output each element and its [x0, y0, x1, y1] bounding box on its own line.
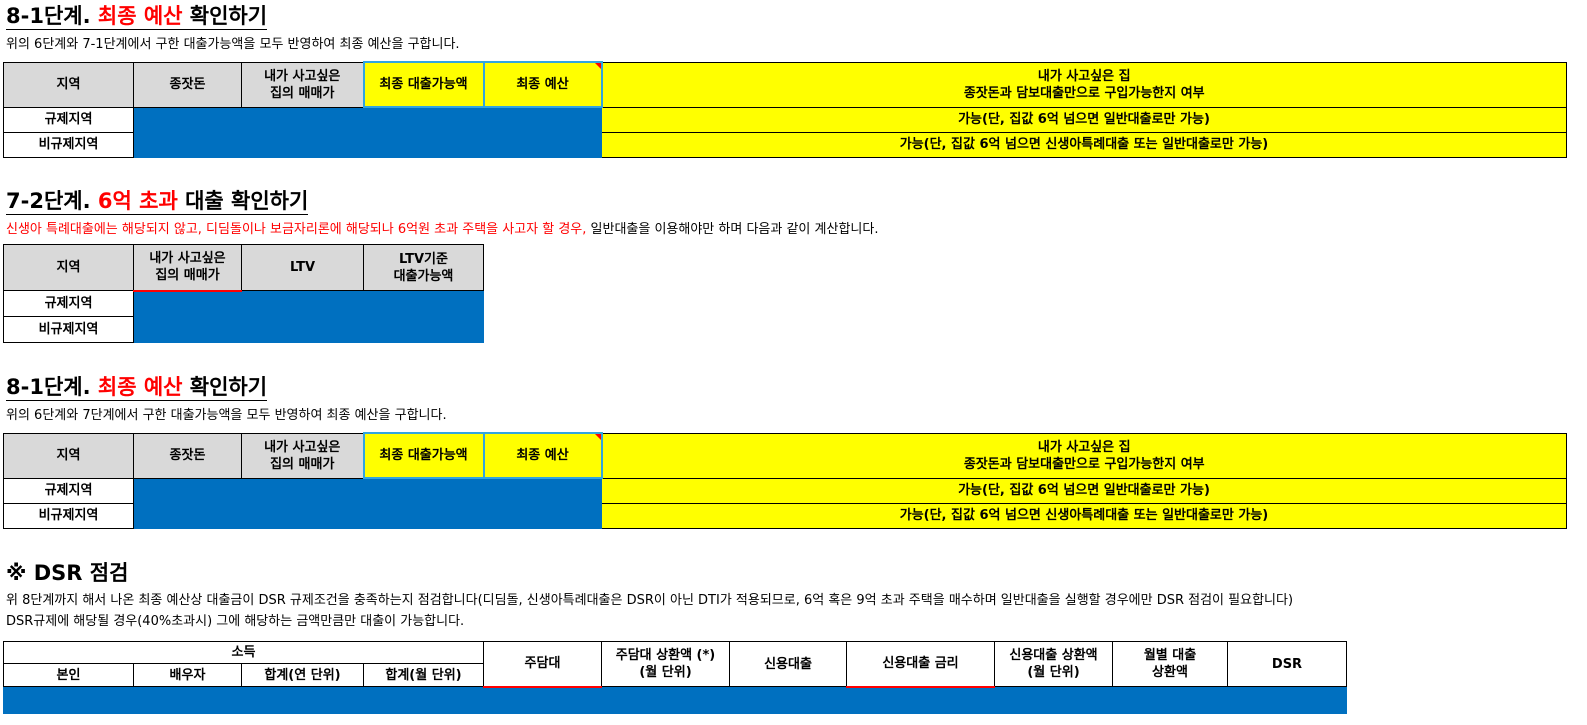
table-row [3, 686, 1347, 714]
header-house-price: 내가 사고싶은 집의 매매가 [133, 244, 242, 292]
header-final-budget: 최종 예산 [482, 432, 603, 479]
final-budget-table-1: 지역 종잣돈 내가 사고싶은 집의 매매가 최종 대출가능액 최종 예산 내가 … [3, 61, 1567, 158]
result-cell: 가능(단, 집값 6억 넘으면 일반대출로만 가능) [601, 106, 1567, 133]
input-cell[interactable] [241, 502, 364, 529]
header-dsr: DSR [1227, 641, 1347, 687]
section-description: 위의 6단계와 7-1단계에서 구한 대출가능액을 모두 반영하여 최종 예산을… [6, 37, 460, 52]
header-final-budget: 최종 예산 [482, 61, 603, 108]
section-final-budget-2: 8-1단계. 최종 예산 확인하기 위의 6단계와 7단계에서 구한 대출가능액… [6, 375, 447, 424]
input-cell[interactable] [363, 316, 484, 343]
header-seed-money: 종잣돈 [133, 432, 242, 479]
input-cell[interactable] [241, 686, 364, 714]
result-cell: 가능(단, 집값 6억 넘으면 일반대출로만 가능) [601, 477, 1567, 504]
input-cell[interactable] [3, 686, 134, 714]
input-cell[interactable] [241, 290, 364, 317]
header-ltv: LTV [241, 244, 364, 291]
header-monthly-repayment: 월별 대출 상환액 [1112, 641, 1228, 687]
row-label: 비규제지역 [3, 316, 134, 343]
header-purchase-possible: 내가 사고싶은 집 종잣돈과 담보대출만으로 구입가능한지 여부 [601, 61, 1567, 108]
input-cell[interactable] [241, 131, 364, 158]
header-purchase-possible: 내가 사고싶은 집 종잣돈과 담보대출만으로 구입가능한지 여부 [601, 432, 1567, 479]
table-row: 비규제지역 [3, 316, 484, 343]
header-credit-repayment: 신용대출 상환액 (월 단위) [994, 641, 1113, 687]
section-title: 8-1단계. 최종 예산 확인하기 [6, 375, 268, 401]
header-ltv-loan: LTV기준 대출가능액 [363, 244, 484, 291]
input-cell[interactable] [133, 502, 242, 529]
result-cell: 가능(단, 집값 6억 넘으면 신생아특례대출 또는 일반대출로만 가능) [601, 502, 1567, 529]
input-cell[interactable] [846, 686, 995, 714]
input-cell[interactable] [483, 686, 602, 714]
input-cell[interactable] [133, 686, 242, 714]
input-cell[interactable] [133, 106, 242, 133]
header-monthly-total: 합계(월 단위) [363, 663, 484, 687]
header-final-loan: 최종 대출가능액 [362, 432, 485, 479]
final-budget-table-2: 지역 종잣돈 내가 사고싶은 집의 매매가 최종 대출가능액 최종 예산 내가 … [3, 432, 1567, 529]
header-house-price: 내가 사고싶은 집의 매매가 [241, 432, 364, 479]
row-label: 규제지역 [3, 106, 134, 133]
row-label: 비규제지역 [3, 502, 134, 529]
header-region: 지역 [3, 244, 134, 291]
input-cell[interactable] [483, 502, 602, 529]
header-seed-money: 종잣돈 [133, 61, 242, 108]
section-title: ※ DSR 점검 [6, 561, 129, 585]
input-cell[interactable] [1227, 686, 1347, 714]
header-annual-total: 합계(연 단위) [241, 663, 364, 687]
header-income: 소득 [3, 641, 484, 664]
header-region: 지역 [3, 432, 134, 479]
input-cell[interactable] [363, 131, 484, 158]
input-cell[interactable] [133, 290, 242, 317]
section-title: 7-2단계. 6억 초과 대출 확인하기 [6, 189, 309, 215]
input-cell[interactable] [483, 131, 602, 158]
input-cell[interactable] [363, 290, 484, 317]
header-self: 본인 [3, 663, 134, 687]
table-row: 규제지역 [3, 290, 484, 317]
header-house-price: 내가 사고싶은 집의 매매가 [241, 61, 364, 108]
table-row: 비규제지역 가능(단, 집값 6억 넘으면 신생아특례대출 또는 일반대출로만 … [3, 502, 1567, 529]
section-description: 신생아 특례대출에는 해당되지 않고, 디딤돌이나 보금자리론에 해당되나 6억… [6, 222, 879, 237]
input-cell[interactable] [363, 502, 484, 529]
header-mortgage-repayment: 주담대 상환액 (*) (월 단위) [601, 641, 730, 687]
section-description: 위 8단계까지 해서 나온 최종 예산상 대출금이 DSR 규제조건을 충족하는… [6, 593, 1294, 608]
section-dsr-check: ※ DSR 점검 위 8단계까지 해서 나온 최종 예산상 대출금이 DSR 규… [6, 561, 1293, 630]
dsr-table: 소득 주담대 주담대 상환액 (*) (월 단위) 신용대출 신용대출 금리 신… [3, 641, 1347, 714]
input-cell[interactable] [363, 686, 484, 714]
table-row: 규제지역 가능(단, 집값 6억 넘으면 일반대출로만 가능) [3, 477, 1567, 504]
header-region: 지역 [3, 61, 134, 108]
input-cell[interactable] [483, 106, 602, 133]
input-cell[interactable] [363, 477, 484, 504]
input-cell[interactable] [363, 106, 484, 133]
input-cell[interactable] [241, 316, 364, 343]
section-final-budget-1: 8-1단계. 최종 예산 확인하기 위의 6단계와 7-1단계에서 구한 대출가… [6, 4, 460, 53]
input-cell[interactable] [241, 477, 364, 504]
ltv-table: 지역 내가 사고싶은 집의 매매가 LTV LTV기준 대출가능액 규제지역 비… [3, 244, 484, 343]
input-cell[interactable] [133, 131, 242, 158]
header-spouse: 배우자 [133, 663, 242, 687]
input-cell[interactable] [1112, 686, 1228, 714]
header-credit-rate: 신용대출 금리 [846, 641, 995, 688]
input-cell[interactable] [994, 686, 1113, 714]
section-title: 8-1단계. 최종 예산 확인하기 [6, 4, 268, 30]
header-final-loan: 최종 대출가능액 [362, 61, 485, 108]
input-cell[interactable] [601, 686, 730, 714]
table-row: 비규제지역 가능(단, 집값 6억 넘으면 신생아특례대출 또는 일반대출로만 … [3, 131, 1567, 158]
input-cell[interactable] [241, 106, 364, 133]
input-cell[interactable] [133, 316, 242, 343]
section-over-600m: 7-2단계. 6억 초과 대출 확인하기 신생아 특례대출에는 해당되지 않고,… [6, 189, 878, 238]
input-cell[interactable] [133, 477, 242, 504]
section-description-2: DSR규제에 해당될 경우(40%초과시) 그에 해당하는 금액만큼만 대출이 … [6, 614, 465, 629]
input-cell[interactable] [729, 686, 847, 714]
input-cell[interactable] [483, 477, 602, 504]
table-row: 규제지역 가능(단, 집값 6억 넘으면 일반대출로만 가능) [3, 106, 1567, 133]
header-credit-loan: 신용대출 [729, 641, 847, 687]
section-description: 위의 6단계와 7단계에서 구한 대출가능액을 모두 반영하여 최종 예산을 구… [6, 408, 447, 423]
result-cell: 가능(단, 집값 6억 넘으면 신생아특례대출 또는 일반대출로만 가능) [601, 131, 1567, 158]
header-mortgage: 주담대 [483, 641, 602, 688]
row-label: 비규제지역 [3, 131, 134, 158]
row-label: 규제지역 [3, 477, 134, 504]
row-label: 규제지역 [3, 290, 134, 317]
